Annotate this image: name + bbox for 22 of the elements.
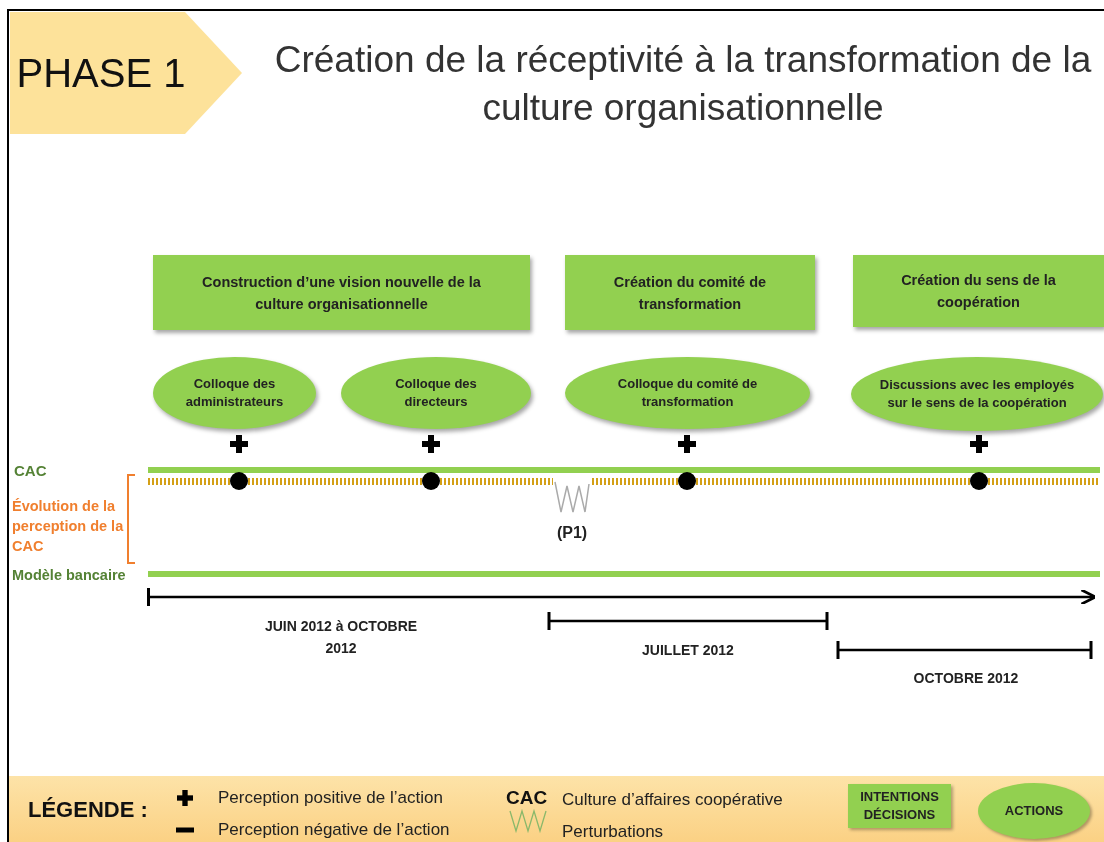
axis-label: Évolution de la perception de la CAC xyxy=(12,497,124,556)
action-ellipse: Colloque du comité de transformation xyxy=(565,357,810,429)
axis-label: CAC xyxy=(14,461,48,481)
action-ellipse: Colloque des administrateurs xyxy=(153,357,316,429)
legend-text: Perturbations xyxy=(562,821,664,842)
axis-label: Modèle bancaire xyxy=(12,566,127,585)
title: Création de la réceptivité à la transformation de la culture organisationnelle xyxy=(273,38,1093,130)
period-label: JUILLET 2012 xyxy=(641,641,735,660)
perturbation-label: (P1) xyxy=(555,523,589,543)
intention-box: Création du comité de transformation xyxy=(565,255,815,330)
legend-text: Perception positive de l’action xyxy=(218,787,443,809)
legend-abbreviation: CAC xyxy=(506,788,549,808)
intention-box: Création du sens de la coopération xyxy=(853,255,1104,327)
action-ellipse: Colloque des directeurs xyxy=(341,357,531,429)
legend-box: INTENTIONS DÉCISIONS xyxy=(848,784,951,828)
intention-box: Construction d’une vision nouvelle de la culture organisationnelle xyxy=(153,255,530,330)
phase-chevron: PHASE 1 xyxy=(10,12,242,134)
period-label: JUIN 2012 à OCTOBRE 2012 xyxy=(263,617,419,658)
period-label: OCTOBRE 2012 xyxy=(912,669,1020,688)
legend-text: Perception négative de l’action xyxy=(218,819,450,841)
legend-text: Culture d’affaires coopérative xyxy=(562,789,783,811)
action-ellipse: Discussions avec les employés sur le sens de la coopération xyxy=(851,357,1103,431)
